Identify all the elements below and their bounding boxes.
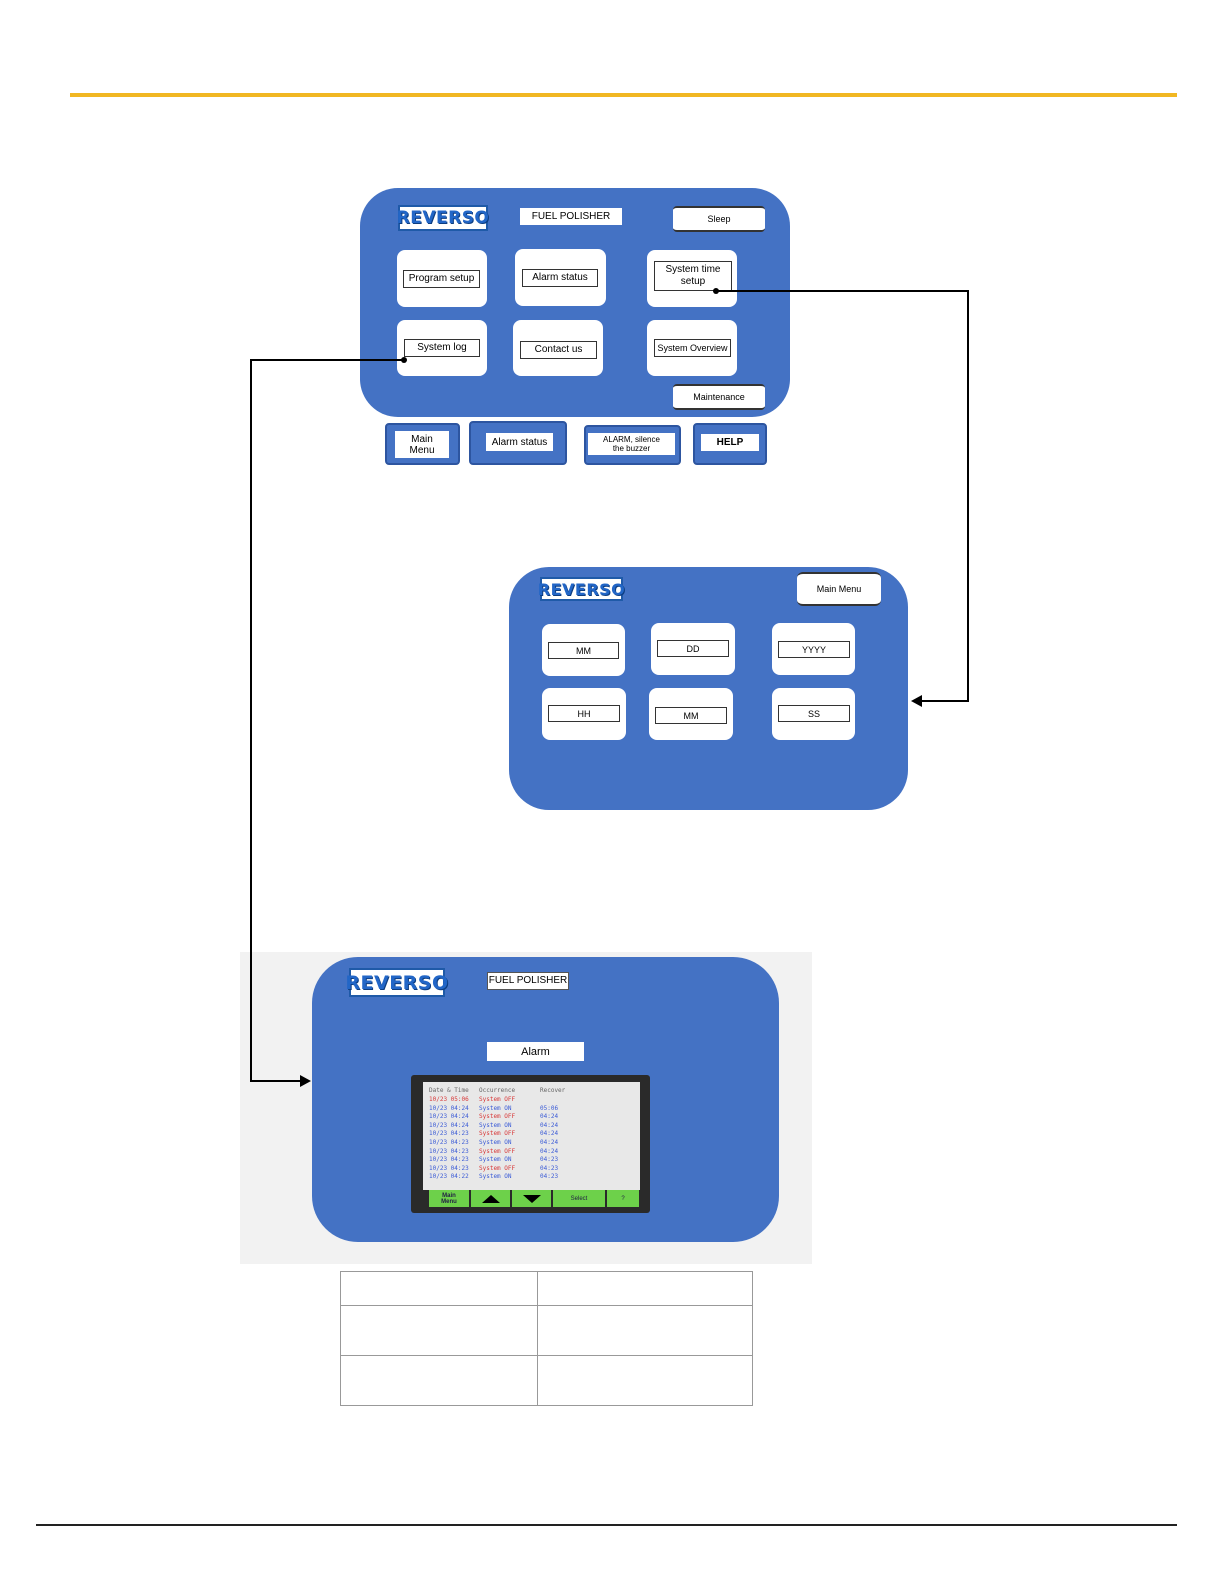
log-occurrence: System OFF: [479, 1147, 516, 1155]
minute-field[interactable]: MM: [655, 707, 727, 724]
page-title: FUEL POLISHER: [520, 208, 622, 225]
arrowhead-time-screen: [911, 695, 922, 707]
log-date: 10/23 04:22: [429, 1173, 469, 1181]
log-date: 10/23 04:24: [429, 1121, 469, 1129]
softkey-down[interactable]: [512, 1190, 553, 1207]
system-log-button[interactable]: System log: [404, 339, 480, 357]
log-date: 10/23 05:06: [429, 1096, 469, 1103]
log-date: 10/23 04:23: [429, 1139, 469, 1146]
page-title: FUEL POLISHER: [487, 972, 569, 990]
log-occurrence: System ON: [479, 1104, 512, 1112]
system-time-setup-button[interactable]: System time setup: [654, 261, 732, 291]
table-row: [340, 1271, 753, 1306]
header-occurrence: Occurrence: [479, 1087, 516, 1094]
nav-alarm-silence-label: ALARM, silence the buzzer: [588, 433, 675, 455]
nav-alarm-status-label: Alarm status: [486, 433, 553, 451]
arrow-up-icon: [481, 1194, 500, 1203]
log-occurrence: System OFF: [479, 1113, 516, 1121]
log-date: 10/23 04:24: [429, 1113, 469, 1121]
hour-field[interactable]: HH: [548, 705, 620, 722]
log-date: 10/23 04:24: [429, 1104, 469, 1112]
alarm-status-button[interactable]: Alarm status: [522, 269, 598, 287]
header-rule: [70, 93, 1177, 97]
log-occurrence: System OFF: [479, 1164, 516, 1172]
contact-us-button[interactable]: Contact us: [520, 341, 597, 359]
reverso-logo: REVERSO: [345, 968, 448, 997]
year-field[interactable]: YYYY: [778, 641, 850, 658]
header-recover: Recover: [540, 1087, 566, 1094]
softkey-up[interactable]: [471, 1190, 512, 1207]
log-date: 10/23 04:23: [429, 1147, 469, 1155]
log-date: 10/23 04:23: [429, 1156, 469, 1164]
header-date: Date & Time: [429, 1087, 469, 1094]
log-table-display: Date & Time Occurrence Recover 10/23 05:…: [423, 1082, 640, 1190]
empty-table: [340, 1271, 753, 1406]
sleep-button[interactable]: Sleep: [673, 206, 765, 232]
nav-main-menu-label: Main Menu: [395, 431, 449, 458]
month-field[interactable]: MM: [548, 642, 619, 659]
table-row: [340, 1305, 753, 1356]
softkey-main-menu[interactable]: Main Menu: [429, 1190, 471, 1207]
day-field[interactable]: DD: [657, 640, 729, 657]
nav-help-label: HELP: [701, 434, 759, 451]
log-occurrence: System ON: [479, 1156, 512, 1164]
log-recover: 05:06: [540, 1104, 559, 1112]
arrowhead-log-screen: [300, 1075, 311, 1087]
log-recover: 04:23: [540, 1164, 559, 1172]
log-occurrence: System ON: [479, 1173, 512, 1181]
maintenance-button[interactable]: Maintenance: [673, 384, 765, 410]
log-recover: 04:24: [540, 1113, 559, 1121]
log-occurrence: System ON: [479, 1139, 512, 1146]
second-field[interactable]: SS: [778, 705, 850, 722]
footer-rule: [36, 1524, 1177, 1526]
reverso-logo: REVERSO: [397, 205, 489, 231]
table-row: [340, 1355, 753, 1406]
softkey-bar: Main Menu Select ?: [429, 1190, 639, 1208]
system-log-connector-dot: [401, 357, 407, 363]
log-date: 10/23 04:23: [429, 1164, 469, 1172]
log-recover: 04:24: [540, 1130, 559, 1138]
log-date: 10/23 04:23: [429, 1130, 469, 1138]
log-recover: 04:24: [540, 1147, 559, 1155]
log-occurrence: System OFF: [479, 1096, 516, 1103]
main-menu-button[interactable]: Main Menu: [797, 572, 881, 606]
reverso-logo: REVERSO: [538, 577, 625, 601]
log-occurrence: System ON: [479, 1121, 512, 1129]
log-recover: 04:24: [540, 1121, 559, 1129]
system-log-connector: [250, 359, 404, 1082]
log-occurrence: System OFF: [479, 1130, 516, 1138]
log-recover: 04:23: [540, 1156, 559, 1164]
log-recover: 04:24: [540, 1139, 559, 1146]
softkey-help[interactable]: ?: [607, 1190, 639, 1207]
time-setup-connector: [716, 290, 969, 702]
program-setup-button[interactable]: Program setup: [403, 270, 480, 288]
log-recover: 04:23: [540, 1173, 559, 1181]
system-overview-button[interactable]: System Overview: [654, 339, 731, 357]
softkey-select[interactable]: Select: [553, 1190, 607, 1207]
alarm-label: Alarm: [487, 1042, 584, 1061]
time-setup-connector-dot: [713, 288, 719, 294]
arrow-down-icon: [522, 1194, 541, 1203]
